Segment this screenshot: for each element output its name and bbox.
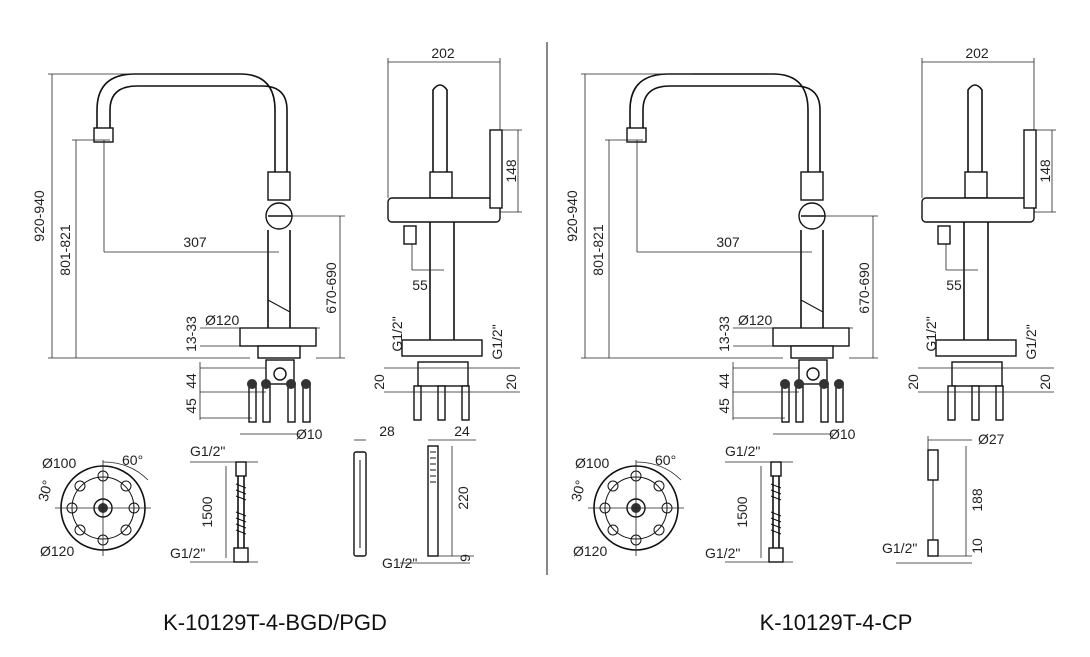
plate-outer-diameter: Ø120 xyxy=(40,543,74,559)
faucet-front-view-right xyxy=(918,58,1056,421)
hose-bottom-thread-r: G1/2" xyxy=(705,545,740,561)
handshower-length-r: 188 xyxy=(969,488,985,512)
handshower-drawing-right xyxy=(896,436,972,564)
dim-inlet-right-r: G1/2" xyxy=(1023,324,1039,359)
dim-height-spout: 801-821 xyxy=(57,224,73,276)
dim-height-overall: 920-940 xyxy=(31,190,47,242)
dim-20-left-r: 20 xyxy=(905,374,921,390)
base-plate-top-view-right xyxy=(588,460,684,556)
plate-angle-30-r: 30° xyxy=(568,478,589,503)
dim-height-spout-r: 801-821 xyxy=(590,224,606,276)
hose-top-thread-r: G1/2" xyxy=(725,443,760,459)
panel-right: 920-940 801-821 307 670-690 Ø120 13-33 4… xyxy=(564,45,1056,635)
faucet-front-view xyxy=(384,58,522,421)
handshower-width-24: 24 xyxy=(454,423,470,439)
handshower-10-r: 10 xyxy=(969,538,985,554)
panel-left: 920-940 801-821 307 670-690 Ø120 13-33 4… xyxy=(31,45,522,635)
dim-deck-thickness: 13-33 xyxy=(183,316,199,352)
hose-length-r: 1500 xyxy=(734,496,750,527)
plate-angle-60-r: 60° xyxy=(655,452,676,468)
dim-reach-r: 307 xyxy=(716,234,740,250)
aerator xyxy=(403,225,417,245)
hose-drawing-right xyxy=(725,461,793,563)
plate-inner-diameter-r: Ø100 xyxy=(575,455,609,471)
faucet-body xyxy=(267,230,291,328)
handle-block xyxy=(267,171,291,201)
dim-aerator-offset: 55 xyxy=(412,277,428,293)
dim-inlet-right: G1/2" xyxy=(489,324,505,359)
mounting-studs xyxy=(247,379,311,423)
handshower-width-28: 28 xyxy=(379,423,395,439)
dim-45-r: 45 xyxy=(716,398,732,414)
dim-20-right-r: 20 xyxy=(1037,374,1053,390)
front-handle xyxy=(489,129,503,209)
dim-20-right: 20 xyxy=(503,374,519,390)
front-mixer-body xyxy=(387,197,501,223)
front-spout xyxy=(432,84,448,172)
dim-45: 45 xyxy=(183,398,199,414)
dim-handle-height-r: 670-690 xyxy=(856,262,872,314)
dim-inlet-left-r: G1/2" xyxy=(923,316,939,351)
spout-inner xyxy=(109,85,288,172)
handshower-thread: G1/2" xyxy=(382,555,417,571)
dim-handle-length: 148 xyxy=(503,159,519,183)
handshower-length: 220 xyxy=(455,486,471,510)
hose-length: 1500 xyxy=(199,496,215,527)
dim-deck-thickness-r: 13-33 xyxy=(716,316,732,352)
handshower-drawing xyxy=(353,439,476,564)
plate-outer-diameter-r: Ø120 xyxy=(573,543,607,559)
dim-height-overall-r: 920-940 xyxy=(564,190,580,242)
spout-tip xyxy=(93,127,114,143)
hose-top-thread: G1/2" xyxy=(190,443,225,459)
handshower-diameter-r: Ø27 xyxy=(978,431,1005,447)
plate-inner-diameter: Ø100 xyxy=(42,455,76,471)
dim-aerator-offset-r: 55 xyxy=(946,277,962,293)
dim-base-diameter-r: Ø120 xyxy=(738,312,772,328)
dim-base-diameter: Ø120 xyxy=(205,312,239,328)
dim-handle-length-r: 148 xyxy=(1037,159,1053,183)
model-caption-right: K-10129T-4-CP xyxy=(760,610,913,635)
spout-outer xyxy=(96,73,276,172)
dim-reach: 307 xyxy=(183,234,207,250)
hose-drawing xyxy=(190,461,258,563)
handshower-9: 9 xyxy=(457,554,473,562)
dim-width-r: 202 xyxy=(965,45,989,61)
dim-stud-diameter: Ø10 xyxy=(296,426,323,442)
base-flange xyxy=(239,327,317,347)
handshower-thread-r: G1/2" xyxy=(882,540,917,556)
dim-width: 202 xyxy=(431,45,455,61)
dim-44-r: 44 xyxy=(716,373,732,389)
dim-20-left: 20 xyxy=(371,374,387,390)
faucet-side-view-right xyxy=(581,73,878,435)
base-plate-top-view xyxy=(55,460,151,556)
dim-stud-diameter-r: Ø10 xyxy=(829,426,856,442)
faucet-side-view xyxy=(48,73,345,435)
dim-44: 44 xyxy=(183,373,199,389)
hose-bottom-thread: G1/2" xyxy=(170,545,205,561)
dim-inlet-left: G1/2" xyxy=(389,316,405,351)
plate-angle-30: 30° xyxy=(35,478,56,503)
model-caption-left: K-10129T-4-BGD/PGD xyxy=(163,610,387,635)
plate-angle-60: 60° xyxy=(122,452,143,468)
dim-handle-height: 670-690 xyxy=(323,262,339,314)
